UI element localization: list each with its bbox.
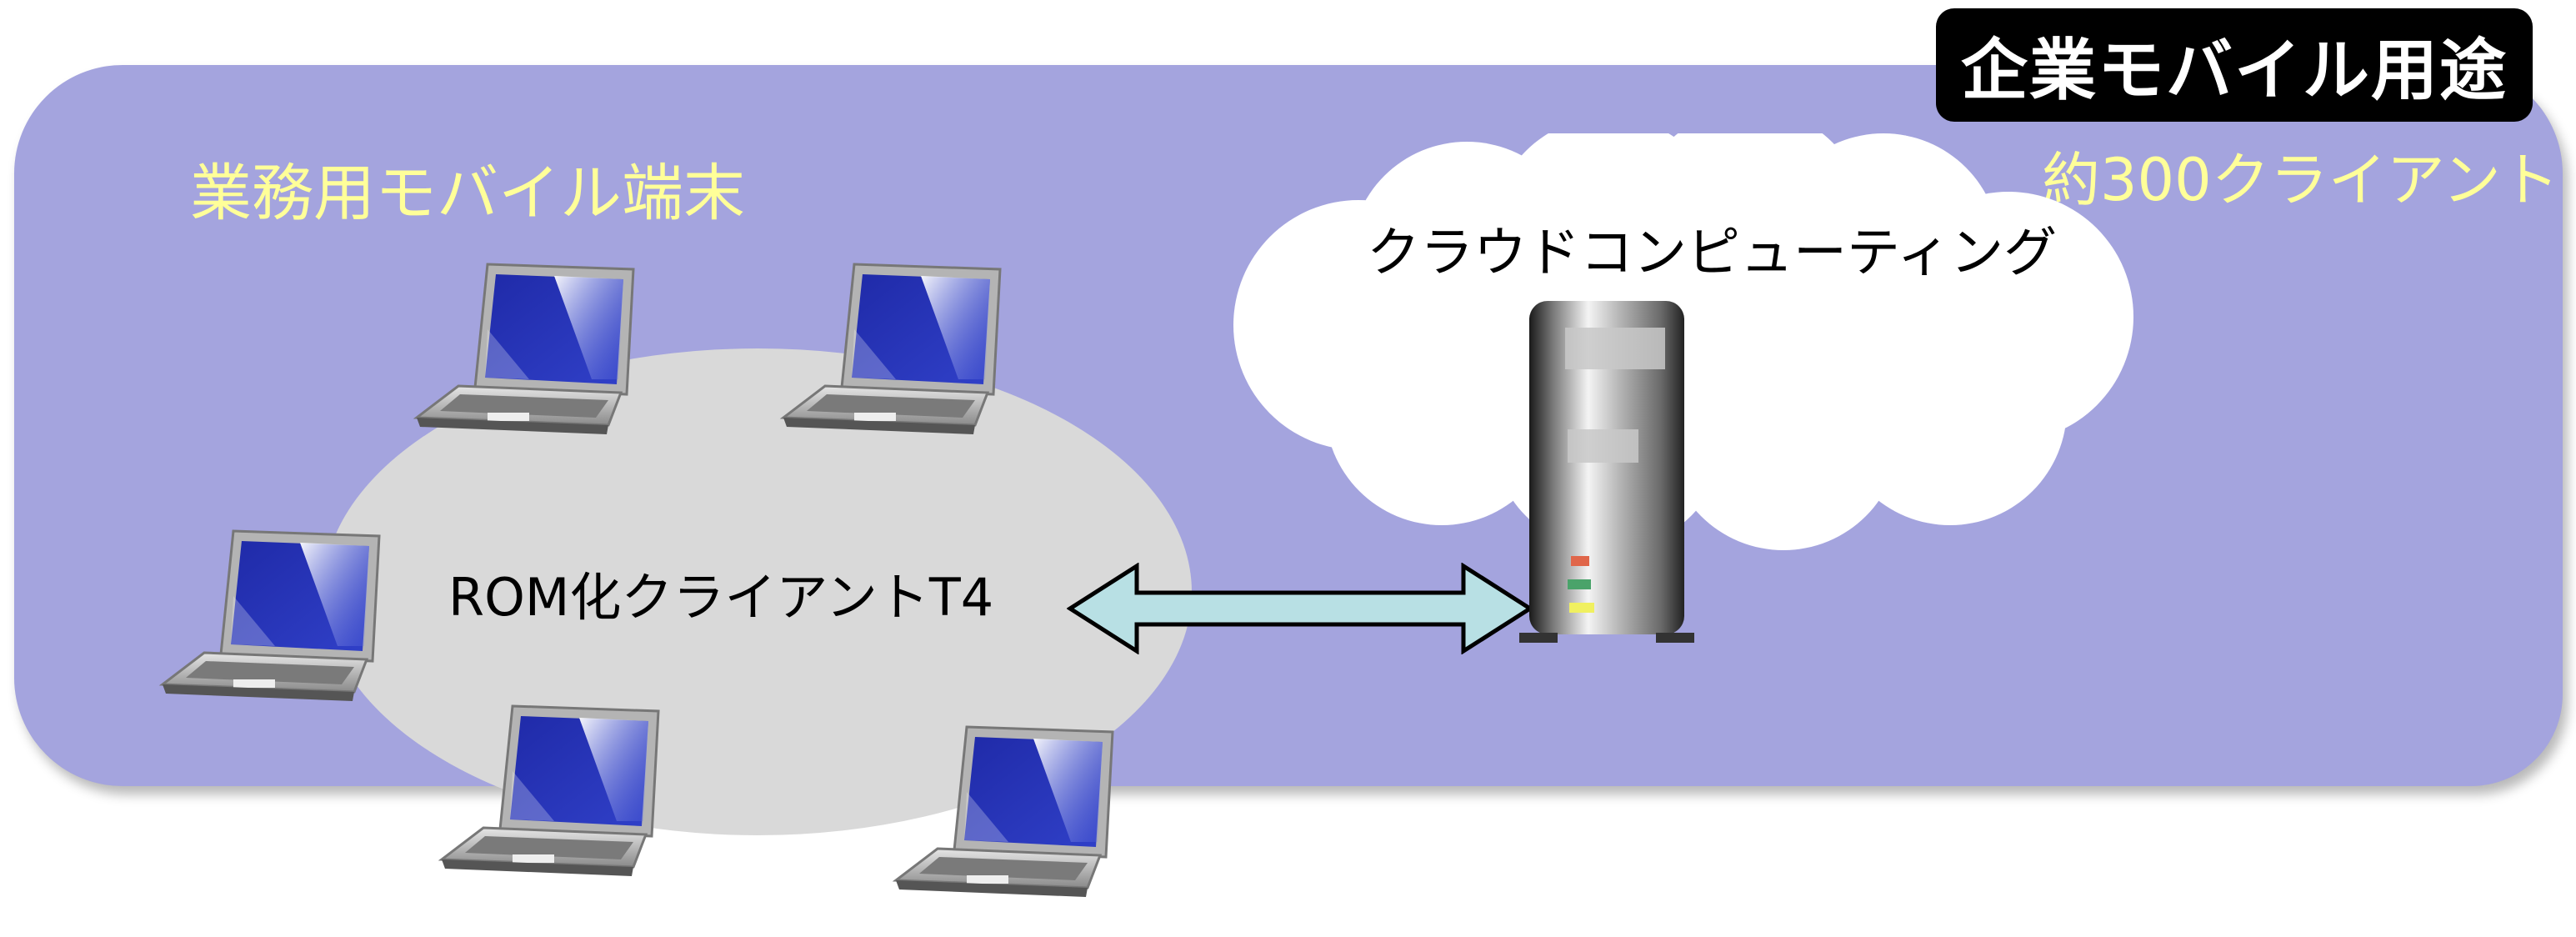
laptop-icon bbox=[154, 521, 388, 713]
badge-title: 企業モバイル用途 bbox=[1961, 32, 2508, 109]
laptop-icon bbox=[888, 717, 1121, 909]
usage-badge: 企業モバイル用途 bbox=[1936, 8, 2533, 122]
laptop-icon bbox=[433, 696, 667, 888]
double-arrow-icon bbox=[1067, 563, 1533, 654]
server-tower-icon bbox=[1519, 301, 1694, 643]
laptop-icon bbox=[775, 254, 1008, 446]
mobile-terminals-label: 業務用モバイル端末 bbox=[190, 158, 745, 229]
cloud-computing-label: クラウドコンピューティング bbox=[1367, 223, 2058, 284]
rom-client-label: ROM化クライアントT4 bbox=[448, 567, 994, 628]
client-count-label: 約300クライアント bbox=[2042, 146, 2559, 214]
laptop-icon bbox=[408, 254, 642, 446]
